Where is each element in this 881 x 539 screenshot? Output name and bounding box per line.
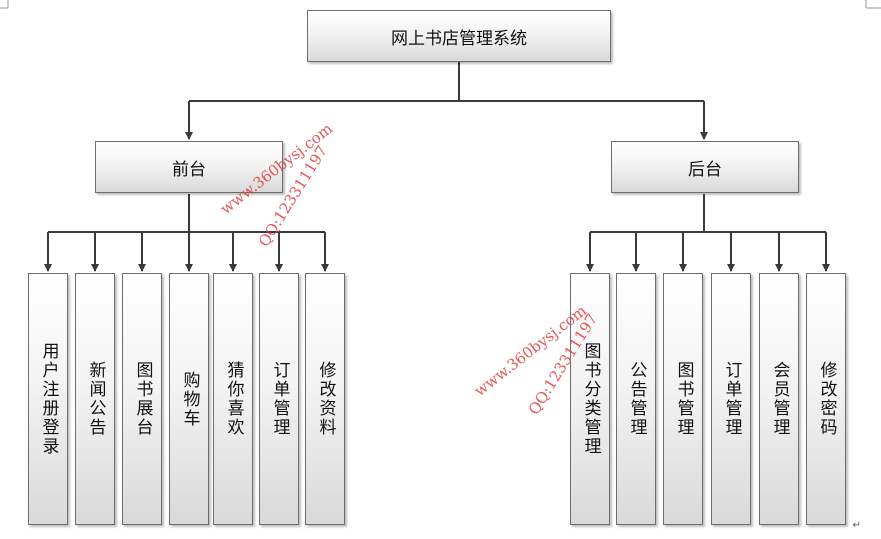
paragraph-mark-icon: ↵	[852, 520, 861, 531]
leaf-label: 图书展台	[132, 361, 153, 437]
leaf-label: 购物车	[179, 370, 200, 428]
back-leaf-member-management: 会员管理	[759, 273, 799, 525]
leaf-label: 订单管理	[721, 361, 742, 437]
back-leaf-book-management: 图书管理	[663, 273, 703, 525]
front-leaf-shopping-cart: 购物车	[169, 273, 209, 525]
leaf-label: 会员管理	[769, 361, 790, 437]
leaf-label: 修改密码	[816, 361, 837, 437]
front-leaf-news: 新闻公告	[75, 273, 115, 525]
back-end-node: 后台	[611, 141, 799, 193]
front-leaf-edit-profile: 修改资料	[305, 273, 345, 525]
back-end-label: 后台	[688, 159, 722, 180]
root-node-label: 网上书店管理系统	[391, 28, 527, 49]
back-leaf-announcement-management: 公告管理	[616, 273, 656, 525]
leaf-label: 公告管理	[626, 361, 647, 437]
leaf-label: 图书管理	[673, 361, 694, 437]
root-node-system-title: 网上书店管理系统	[307, 10, 611, 62]
front-leaf-order-management: 订单管理	[259, 273, 299, 525]
back-leaf-category-management: 图书分类管理	[570, 273, 610, 525]
front-end-label: 前台	[172, 159, 206, 180]
back-leaf-order-management: 订单管理	[711, 273, 751, 525]
front-leaf-recommendations: 猜你喜欢	[213, 273, 253, 525]
leaf-label: 修改资料	[315, 361, 336, 437]
front-end-node: 前台	[95, 141, 283, 193]
leaf-label: 新闻公告	[85, 361, 106, 437]
leaf-label: 猜你喜欢	[223, 361, 244, 437]
back-leaf-change-password: 修改密码	[806, 273, 846, 525]
leaf-label: 用户注册登录	[38, 342, 59, 456]
front-leaf-book-showcase: 图书展台	[122, 273, 162, 525]
front-leaf-user-register-login: 用户注册登录	[28, 273, 68, 525]
leaf-label: 图书分类管理	[580, 342, 601, 456]
leaf-label: 订单管理	[269, 361, 290, 437]
